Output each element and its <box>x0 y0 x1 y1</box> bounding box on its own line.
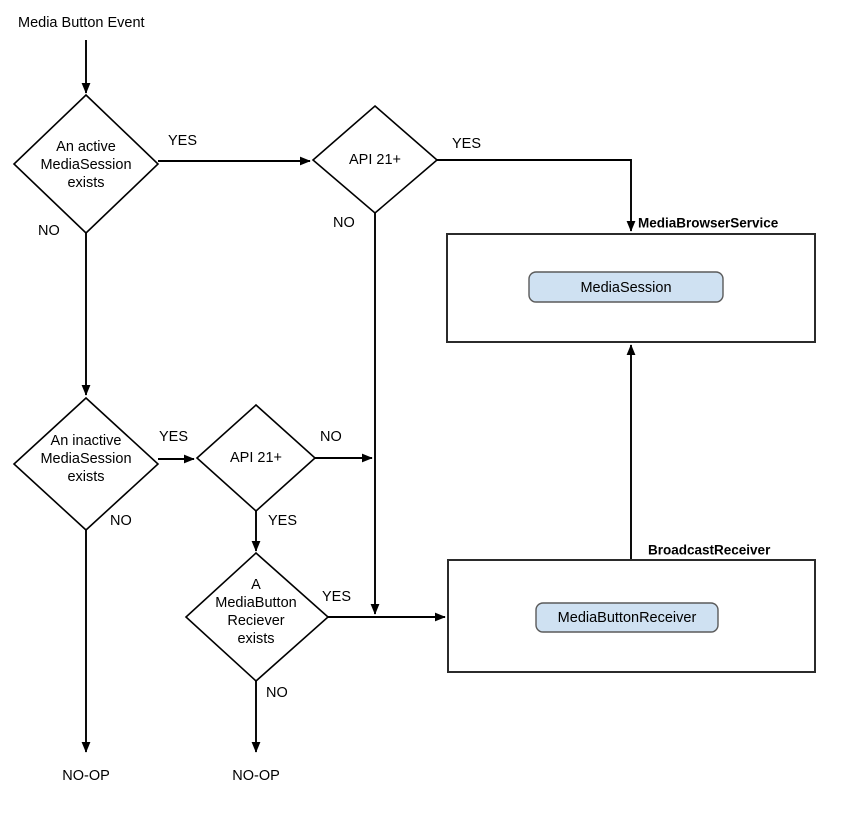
decision-api21-bottom-line-1: API 21+ <box>230 450 282 466</box>
decision-inactive-mediasession: An inactive MediaSession exists <box>12 396 160 532</box>
edge-label-api21-top-no: NO <box>333 215 355 231</box>
decision-mediabutton-receiver: A MediaButton Reciever exists <box>184 551 330 683</box>
edge-api21-top-yes-to-mediabrowserservice <box>437 159 636 232</box>
decision-mediabutton-receiver-line-3: Reciever <box>227 613 284 629</box>
edge-label-api21-top-yes: YES <box>452 136 481 152</box>
decision-active-mediasession-line-2: MediaSession <box>40 157 131 173</box>
container-broadcastreceiver: BroadcastReceiver MediaButtonReceiver <box>447 543 816 673</box>
pill-mediabuttonreceiver-label: MediaButtonReceiver <box>558 610 697 626</box>
decision-active-mediasession: An active MediaSession exists <box>12 93 160 235</box>
decision-mediabutton-receiver-line-1: A <box>251 577 261 593</box>
pill-mediasession[interactable] <box>528 271 724 303</box>
container-broadcastreceiver-title: BroadcastReceiver <box>648 543 771 558</box>
pill-mediabuttonreceiver[interactable] <box>535 602 719 633</box>
decision-active-mediasession-line-1: An active <box>56 139 116 155</box>
terminal-noop-left: NO-OP <box>62 768 110 784</box>
decision-api21-bottom: API 21+ <box>195 403 317 513</box>
container-mediabrowserservice-title: MediaBrowserService <box>638 216 779 231</box>
edge-label-mediabutton-receiver-no: NO <box>266 685 288 701</box>
pill-mediasession-label: MediaSession <box>580 280 671 296</box>
edge-label-active-session-yes: YES <box>168 133 197 149</box>
decision-api21-top-line-1: API 21+ <box>349 152 401 168</box>
container-mediabrowserservice: MediaBrowserService MediaSession <box>446 216 816 343</box>
decision-mediabutton-receiver-line-4: exists <box>237 631 274 647</box>
edge-label-active-session-no: NO <box>38 223 60 239</box>
decision-inactive-mediasession-line-1: An inactive <box>51 433 122 449</box>
terminal-noop-middle: NO-OP <box>232 768 280 784</box>
container-broadcastreceiver-box <box>447 559 816 673</box>
edge-label-mediabutton-receiver-yes: YES <box>322 589 351 605</box>
edge-label-api21-bottom-no: NO <box>320 429 342 445</box>
decision-active-mediasession-line-3: exists <box>67 175 104 191</box>
decision-inactive-mediasession-line-2: MediaSession <box>40 451 131 467</box>
decision-inactive-mediasession-line-3: exists <box>67 469 104 485</box>
edge-label-api21-bottom-yes: YES <box>268 513 297 529</box>
entry-label: Media Button Event <box>18 15 145 31</box>
decision-mediabutton-receiver-line-2: MediaButton <box>215 595 296 611</box>
edge-label-inactive-session-yes: YES <box>159 429 188 445</box>
decision-api21-top: API 21+ <box>311 104 439 215</box>
edge-label-inactive-session-no: NO <box>110 513 132 529</box>
